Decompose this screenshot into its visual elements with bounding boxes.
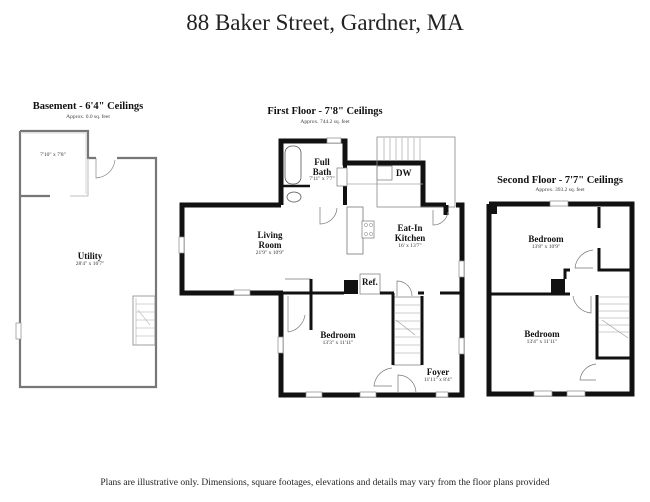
second-floor-bedroom-2-label: Bedroom	[524, 329, 560, 339]
second-floor-bedroom-2-dim: 13'4" x 11'11"	[526, 339, 558, 345]
refrigerator-label: Ref.	[362, 277, 378, 287]
second-floor-plan	[486, 200, 635, 397]
second-floor-bedroom-1-label: Bedroom	[528, 234, 564, 244]
full-bath-dim: 7'11" x 7'7"	[309, 176, 335, 182]
kitchen-label-line2: Kitchen	[394, 233, 426, 243]
utility-dim: 28'4" x 16'7"	[75, 261, 105, 267]
first-floor-title: First Floor - 7'8" Ceilings	[267, 106, 383, 117]
first-floor-bedroom-label: Bedroom	[320, 330, 356, 340]
foyer-dim: 11'11" x 8'4"	[423, 377, 453, 383]
living-room-label-line1: Living	[257, 230, 283, 240]
basement-title: Basement - 6'4" Ceilings	[32, 101, 144, 112]
dishwasher-label: DW	[396, 168, 412, 178]
second-floor-title: Second Floor - 7'7" Ceilings	[497, 175, 623, 186]
full-bath-label-line2: Bath	[312, 167, 332, 177]
basement-closet-dim: 7'10" x 7'8"	[40, 152, 66, 158]
living-room-dim: 21'9" x 10'9"	[255, 250, 285, 256]
basement-area: Approx. 0.0 sq. feet	[66, 114, 110, 120]
living-room-label: Living Room	[235, 230, 305, 250]
kitchen-label-line1: Eat-In	[397, 223, 423, 233]
first-floor-bedroom-dim: 13'3" x 11'11"	[322, 340, 354, 346]
first-floor-area: Approx. 744.2 sq. feet	[300, 119, 350, 125]
disclaimer-footer: Plans are illustrative only. Dimensions,…	[100, 478, 550, 488]
foyer-label: Foyer	[426, 367, 450, 377]
property-address-title: 88 Baker Street, Gardner, MA	[186, 10, 464, 35]
kitchen-dim: 16' x 13'7"	[398, 243, 422, 249]
full-bath-label: Full Bath	[302, 157, 342, 177]
full-bath-label-line1: Full	[314, 157, 330, 167]
utility-label: Utility	[77, 251, 103, 261]
second-floor-bedroom-1-dim: 13'8" x 10'9"	[531, 244, 561, 250]
basement-plan	[15, 129, 158, 389]
kitchen-label: Eat-In Kitchen	[380, 223, 440, 243]
living-room-label-line2: Room	[258, 240, 282, 250]
second-floor-area: Approx. 393.2 sq. feet	[535, 187, 585, 193]
first-floor-plan	[178, 136, 465, 398]
